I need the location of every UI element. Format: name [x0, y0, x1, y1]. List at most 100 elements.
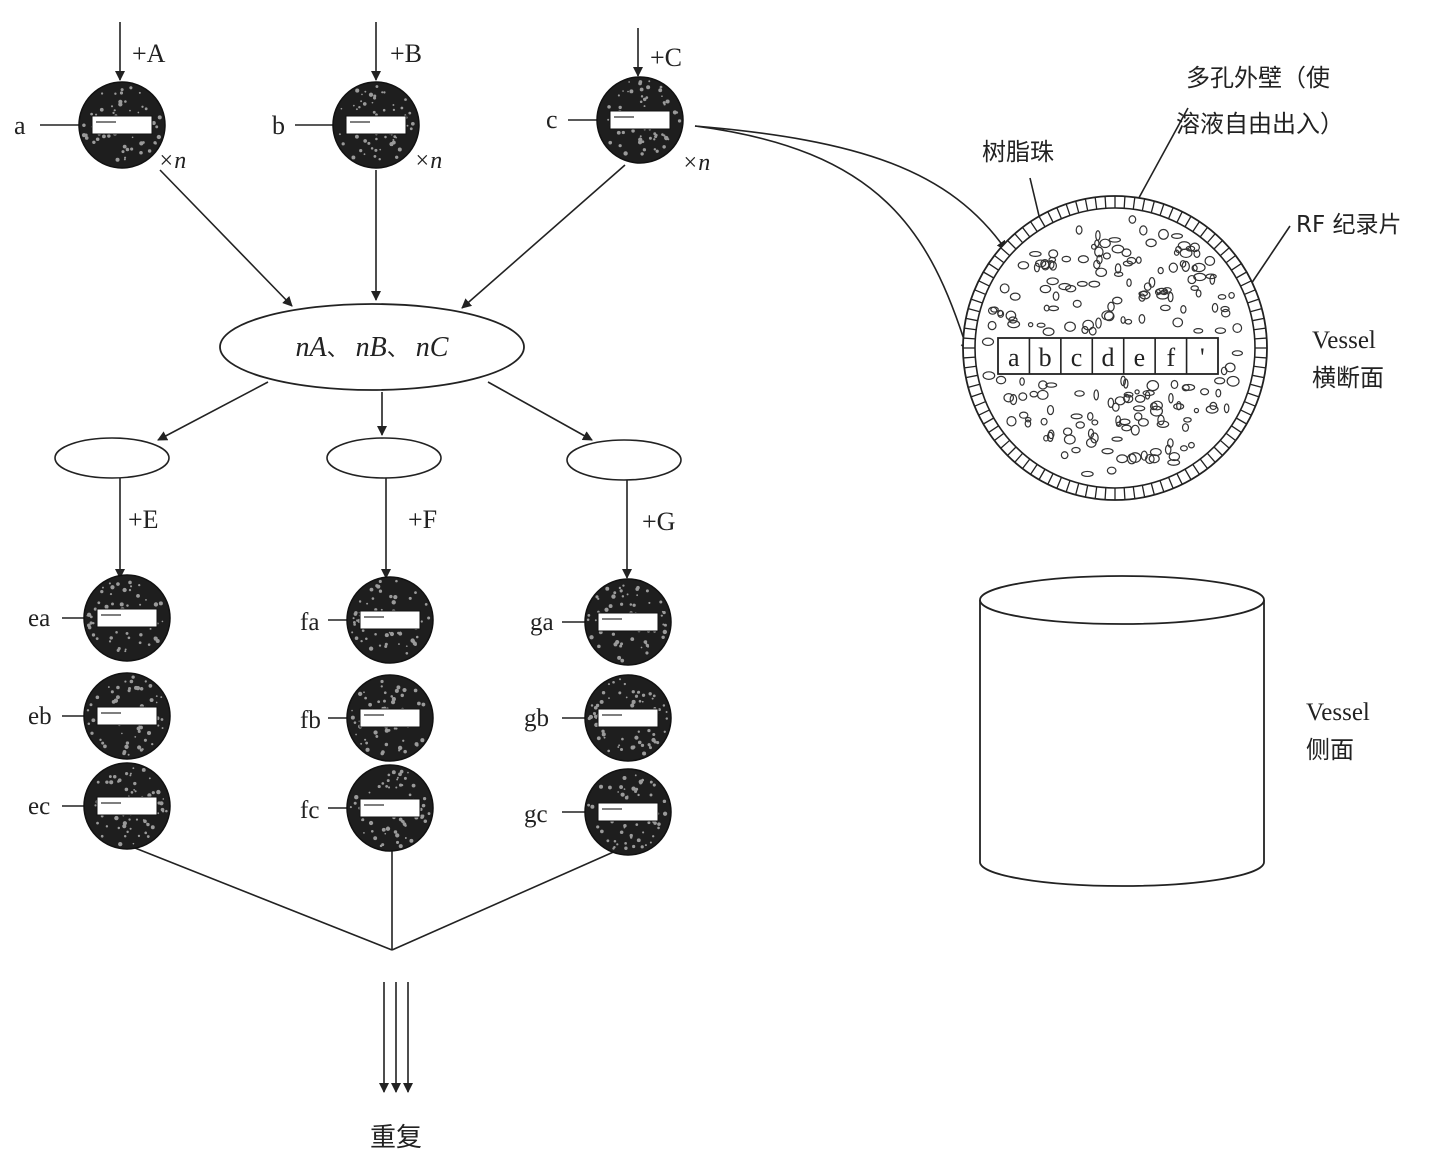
wall-pore — [970, 392, 983, 398]
bead-label-c: c — [546, 105, 558, 134]
wall-pore — [1184, 468, 1192, 480]
resin-bead-dot — [1077, 255, 1089, 264]
resin-beads-in-vessel — [981, 215, 1244, 478]
wall-pore — [1094, 197, 1098, 210]
resin-bead-dot — [1205, 405, 1219, 414]
wall-pore — [1213, 240, 1223, 250]
resin-bead-icon — [83, 672, 171, 760]
wall-pore — [1075, 483, 1080, 495]
resin-bead-dot — [1047, 429, 1055, 440]
resin-bead-dot — [1128, 452, 1142, 463]
wall-pore — [1065, 480, 1071, 493]
wall-pore — [1030, 464, 1038, 475]
wall-pore — [1213, 446, 1223, 456]
resin-bead-dot — [1005, 310, 1017, 321]
resin-bead-dot — [1038, 380, 1048, 390]
resin-bead-icon — [83, 574, 171, 662]
resin-bead-dot — [1075, 421, 1085, 429]
resin-bead-dot — [1018, 392, 1028, 401]
resin-bead-dot — [1134, 394, 1146, 403]
resin-bead-dot — [1093, 259, 1101, 270]
resin-bead-dot — [1029, 250, 1042, 257]
arrow-icon — [157, 381, 269, 441]
wall-pore — [1000, 439, 1011, 449]
resin-bead-dot — [981, 337, 995, 347]
wall-pore — [1247, 298, 1260, 304]
top-labels: +A +B +C a b c ×n ×n ×n — [14, 39, 710, 176]
resin-bead-dot — [1018, 411, 1029, 419]
resin-bead-dot — [1106, 466, 1117, 475]
resin-bead-dot — [1132, 405, 1146, 412]
resin-bead-dot — [1171, 233, 1184, 239]
wall-pore — [1167, 207, 1174, 219]
resin-bead-dot — [1007, 320, 1021, 329]
resin-bead-dot — [1137, 418, 1149, 427]
resin-bead-dot — [1088, 280, 1101, 288]
arrow-icon — [461, 164, 626, 309]
resin-bead-icon — [346, 674, 434, 762]
resin-bead-dot — [1211, 302, 1219, 313]
rf-cell-label: c — [1071, 343, 1083, 372]
resin-bead-dot — [1042, 327, 1055, 337]
resin-bead-dot — [1071, 446, 1081, 454]
lower-bead-labels: ea eb ec fa fb fc ga gb gc — [28, 605, 554, 828]
resin-bead-dot — [1151, 400, 1163, 411]
resin-bead-dot — [1133, 412, 1143, 421]
resin-bead-dot — [1027, 321, 1034, 328]
wall-pore — [1141, 485, 1146, 498]
resin-bead-dot — [1172, 317, 1184, 328]
wall-pore — [1065, 203, 1071, 216]
arrow-icon — [159, 169, 293, 307]
resin-bead-dot — [1232, 323, 1243, 334]
wall-pore — [1206, 233, 1216, 244]
wall-pore — [994, 254, 1005, 264]
resin-bead-dot — [1167, 291, 1174, 303]
rf-cell-label: ' — [1200, 343, 1205, 372]
bead-label-fc: fc — [300, 797, 319, 824]
resin-bead-dot — [1157, 414, 1165, 426]
mixture-label: nA、 nB、 nC — [296, 332, 449, 363]
resin-bead-dot — [1003, 393, 1015, 403]
resin-bead-dot — [1093, 389, 1100, 401]
wall-pore — [1132, 486, 1136, 499]
resin-bead-dot — [1045, 382, 1058, 388]
wall-pore — [964, 327, 977, 331]
resin-bead-icon — [346, 764, 434, 852]
resin-bead-dot — [1123, 394, 1134, 404]
resin-bead-dot — [1134, 389, 1140, 395]
resin-bead-dot — [1046, 404, 1055, 416]
multiplier-label-b: ×n — [414, 148, 442, 174]
mixture-separator: 、 — [327, 337, 356, 362]
resin-bead-dot — [999, 283, 1010, 294]
wall-pore — [1021, 458, 1031, 469]
wall-pore — [968, 308, 980, 313]
wall-pore — [1084, 198, 1089, 211]
wall-pore — [968, 383, 980, 388]
arrow-icon — [694, 125, 1007, 251]
resin-bead-dot — [1217, 294, 1227, 300]
resin-bead-dot — [1058, 282, 1072, 291]
wall-pore — [1206, 452, 1216, 463]
resin-bead-dot — [1076, 280, 1088, 287]
resin-bead-dot — [982, 371, 996, 380]
wall-pore — [1123, 196, 1126, 209]
resin-bead-dot — [1017, 261, 1030, 270]
resin-bead-dot — [1072, 299, 1082, 308]
wall-pore — [1199, 227, 1209, 238]
wall-pore — [1038, 468, 1046, 480]
resin-bead-dot — [1144, 453, 1155, 465]
wall-pore — [1021, 227, 1031, 238]
wall-pore — [1141, 198, 1146, 211]
resin-bead-dot — [1043, 434, 1049, 442]
wall-pore — [1176, 473, 1183, 485]
rf-cell-label: f — [1167, 343, 1176, 372]
wall-pore — [963, 337, 976, 340]
resin-bead-dot — [1081, 325, 1089, 335]
multiplier-label-a: ×n — [158, 148, 186, 174]
resin-bead-dot — [1039, 284, 1052, 294]
bead-label-fa: fa — [300, 609, 319, 636]
wall-pore — [983, 271, 995, 279]
reagent-label-f: +F — [408, 505, 437, 534]
resin-bead-dot — [1183, 417, 1192, 423]
wall-pore — [1253, 365, 1266, 369]
